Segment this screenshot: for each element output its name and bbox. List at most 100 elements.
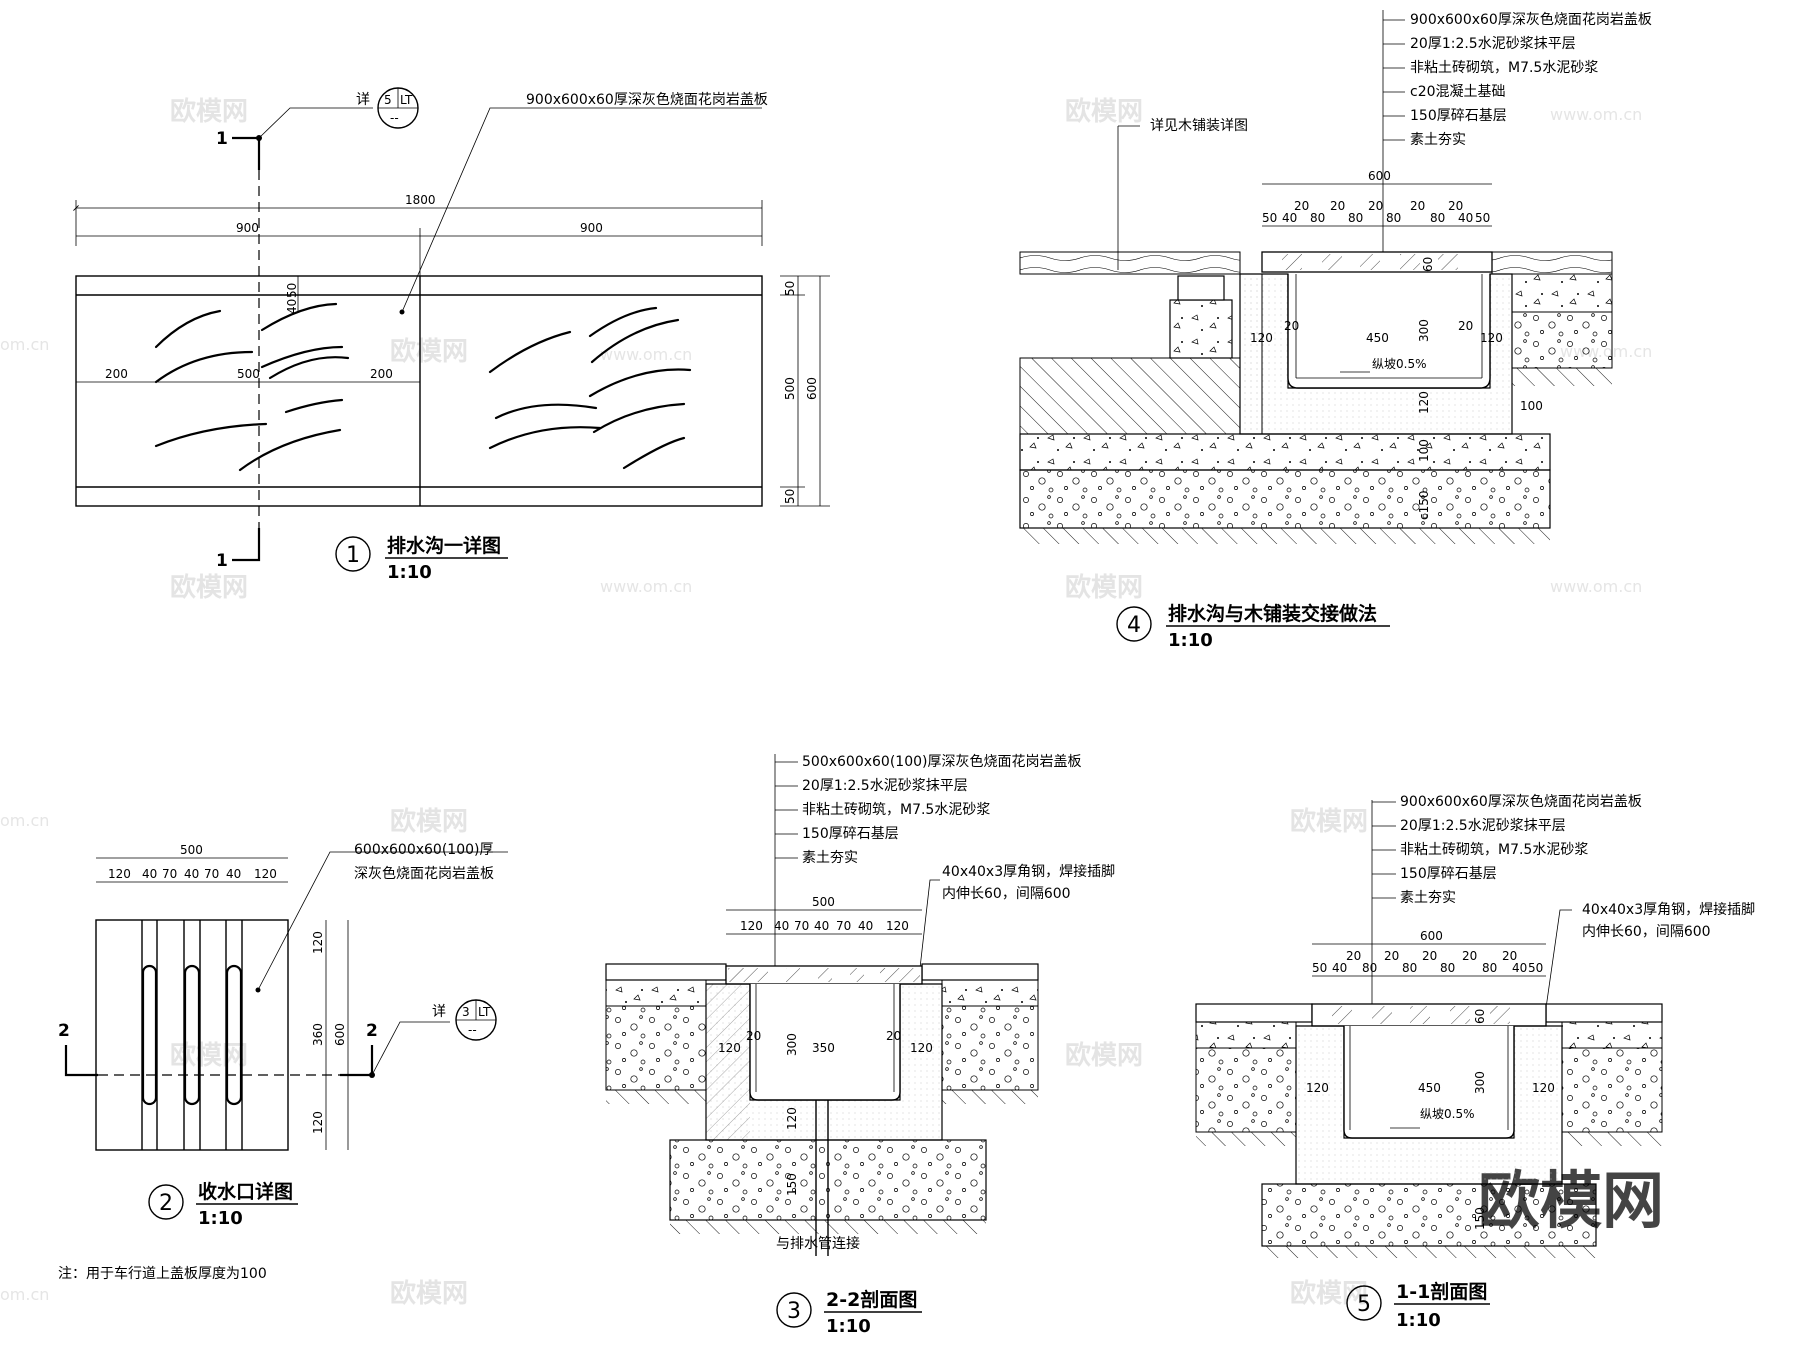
- dim-total-width: 1800: [405, 193, 436, 207]
- detail-1-plan: 1800 900 900: [76, 87, 830, 583]
- dim-lining-right: 20: [886, 1029, 901, 1043]
- watermark-url: www.om.cn: [1550, 105, 1642, 124]
- svg-text:20: 20: [1410, 199, 1425, 213]
- ref-prefix-2: 详: [432, 1004, 446, 1020]
- ref-sheet-bottom: --: [468, 1023, 477, 1037]
- svg-text:50: 50: [1475, 211, 1490, 225]
- detail-scale: 1:10: [1168, 630, 1213, 651]
- dim-wall-left: 120: [1306, 1081, 1329, 1095]
- cover-plate-4: [1282, 254, 1458, 270]
- angle-note-line1: 40x40x3厚角钢，焊接插脚: [1582, 901, 1755, 918]
- svg-text:80: 80: [1482, 961, 1497, 975]
- dim-channel-depth: 300: [1473, 1071, 1487, 1094]
- svg-text:500x600x60(100)厚深灰色烧面花岗岩盖板: 500x600x60(100)厚深灰色烧面花岗岩盖板: [802, 753, 1081, 770]
- layer-label: 150厚碎石基层: [1410, 107, 1507, 124]
- section-mark-2-right: 2: [366, 1021, 378, 1041]
- watermark-url: om.cn: [0, 811, 49, 830]
- dim-base-150: c150: [1417, 490, 1431, 520]
- svg-text:150厚碎石基层: 150厚碎石基层: [1400, 865, 1497, 882]
- dim-v-top: 120: [311, 931, 325, 954]
- detail-title: 2-2剖面图: [826, 1288, 917, 1311]
- detail-4-section: 900x600x60厚深灰色烧面花岗岩盖板 20厚1:2.5水泥砂浆抹平层 非粘…: [1019, 10, 1652, 651]
- detail-number: 5: [1357, 1292, 1371, 1317]
- svg-text:非粘土砖砌筑，M7.5水泥砂浆: 非粘土砖砌筑，M7.5水泥砂浆: [1400, 842, 1588, 858]
- svg-text:40: 40: [1512, 961, 1527, 975]
- dim-plate-thick: 60: [1421, 257, 1435, 272]
- svg-text:40: 40: [1282, 211, 1297, 225]
- dim-bottom-150: 150: [785, 1173, 799, 1196]
- svg-text:素土夯实: 素土夯实: [802, 850, 858, 866]
- dim-slot-left: 200: [105, 367, 128, 381]
- svg-text:20: 20: [1330, 199, 1345, 213]
- cover-label-line1: 600x600x60(100)厚: [354, 842, 493, 858]
- watermark-logo: 欧模网: [1065, 1040, 1143, 1071]
- watermark-url: www.om.cn: [600, 577, 692, 596]
- detail-scale: 1:10: [826, 1316, 871, 1337]
- detail-title: 排水沟与木铺装交接做法: [1168, 602, 1377, 625]
- svg-text:20厚1:2.5水泥砂浆抹平层: 20厚1:2.5水泥砂浆抹平层: [1400, 818, 1566, 834]
- detail-title: 排水沟一详图: [387, 534, 501, 557]
- dim-wall-right: 120: [910, 1041, 933, 1055]
- detail-number: 1: [346, 543, 360, 568]
- footnote: 注：用于车行道上盖板厚度为100: [58, 1265, 267, 1282]
- detail-title: 收水口详图: [198, 1180, 293, 1203]
- dim-base-100: 100: [1417, 439, 1431, 462]
- detail-title: 1-1剖面图: [1396, 1280, 1487, 1303]
- svg-text:非粘土砖砌筑，M7.5水泥砂浆: 非粘土砖砌筑，M7.5水泥砂浆: [802, 802, 990, 818]
- detail-scale: 1:10: [387, 562, 432, 583]
- detail-3-section: 500x600x60(100)厚深灰色烧面花岗岩盖板 20厚1:2.5水泥砂浆抹…: [605, 753, 1115, 1337]
- layer-label: c20混凝土基础: [1410, 83, 1506, 100]
- svg-text:20厚1:2.5水泥砂浆抹平层: 20厚1:2.5水泥砂浆抹平层: [802, 778, 968, 794]
- dim-v-mid: 360: [311, 1023, 325, 1046]
- dim-lining-left: 20: [1284, 319, 1299, 333]
- watermark-logo: 欧模网: [390, 1278, 468, 1309]
- drain-slots-left: [154, 302, 350, 472]
- dim-total: 500: [812, 895, 835, 909]
- dim-right-top: 50: [783, 281, 797, 296]
- cover-label-line2: 深灰色烧面花岗岩盖板: [354, 865, 494, 882]
- watermark-url: om.cn: [0, 335, 49, 354]
- dim-right-step: 100: [1520, 399, 1543, 413]
- dim-base-150: 150: [1473, 1207, 1487, 1230]
- dim-slot-mid: 500: [237, 367, 260, 381]
- watermark-logo: 欧模网: [1290, 806, 1368, 837]
- dim-total: 600: [1368, 169, 1391, 183]
- layer-labels-3: 500x600x60(100)厚深灰色烧面花岗岩盖板 20厚1:2.5水泥砂浆抹…: [802, 753, 1081, 866]
- svg-text:80: 80: [1348, 211, 1363, 225]
- layer-label: 素土夯实: [1410, 132, 1466, 148]
- dim-height-total: 600: [805, 377, 819, 400]
- ref-sheet-bottom: --: [390, 111, 399, 125]
- dim-depth: 300: [785, 1033, 799, 1056]
- slope-label: 纵坡0.5%: [1420, 1107, 1475, 1121]
- dim-bottom-120: 120: [785, 1107, 799, 1130]
- layer-label: 900x600x60厚深灰色烧面花岗岩盖板: [1410, 11, 1652, 28]
- watermark-url: www.om.cn: [1550, 577, 1642, 596]
- svg-text:40: 40: [1332, 961, 1347, 975]
- dim-channel-width: 450: [1418, 1081, 1441, 1095]
- dim-wall-left: 120: [718, 1041, 741, 1055]
- dim-wall-right: 120: [1480, 331, 1503, 345]
- svg-text:80: 80: [1440, 961, 1455, 975]
- watermark-logo: 欧模网: [170, 572, 248, 603]
- svg-text:50: 50: [1528, 961, 1543, 975]
- svg-text:80: 80: [1430, 211, 1445, 225]
- svg-text:80: 80: [1402, 961, 1417, 975]
- layer-label: 20厚1:2.5水泥砂浆抹平层: [1410, 36, 1576, 52]
- svg-text:80: 80: [1310, 211, 1325, 225]
- dim-wall-right: 120: [1532, 1081, 1555, 1095]
- dim-channel-depth: 300: [1417, 319, 1431, 342]
- ref-sheet-code: LT: [478, 1005, 491, 1019]
- ref-sheet-number: 3: [462, 1005, 470, 1019]
- detail-scale: 1:10: [198, 1208, 243, 1229]
- dim-height-mid: 500: [783, 377, 797, 400]
- svg-text:40: 40: [858, 919, 873, 933]
- svg-text:120: 120: [108, 867, 131, 881]
- ref-prefix-1: 详: [356, 92, 370, 108]
- dim-edge-top: 50: [285, 283, 299, 298]
- wood-detail-note: 详见木铺装详图: [1150, 118, 1248, 134]
- dim-v-total: 600: [333, 1023, 347, 1046]
- detail-number: 2: [159, 1191, 173, 1216]
- watermark-logo: 欧模网: [390, 806, 468, 837]
